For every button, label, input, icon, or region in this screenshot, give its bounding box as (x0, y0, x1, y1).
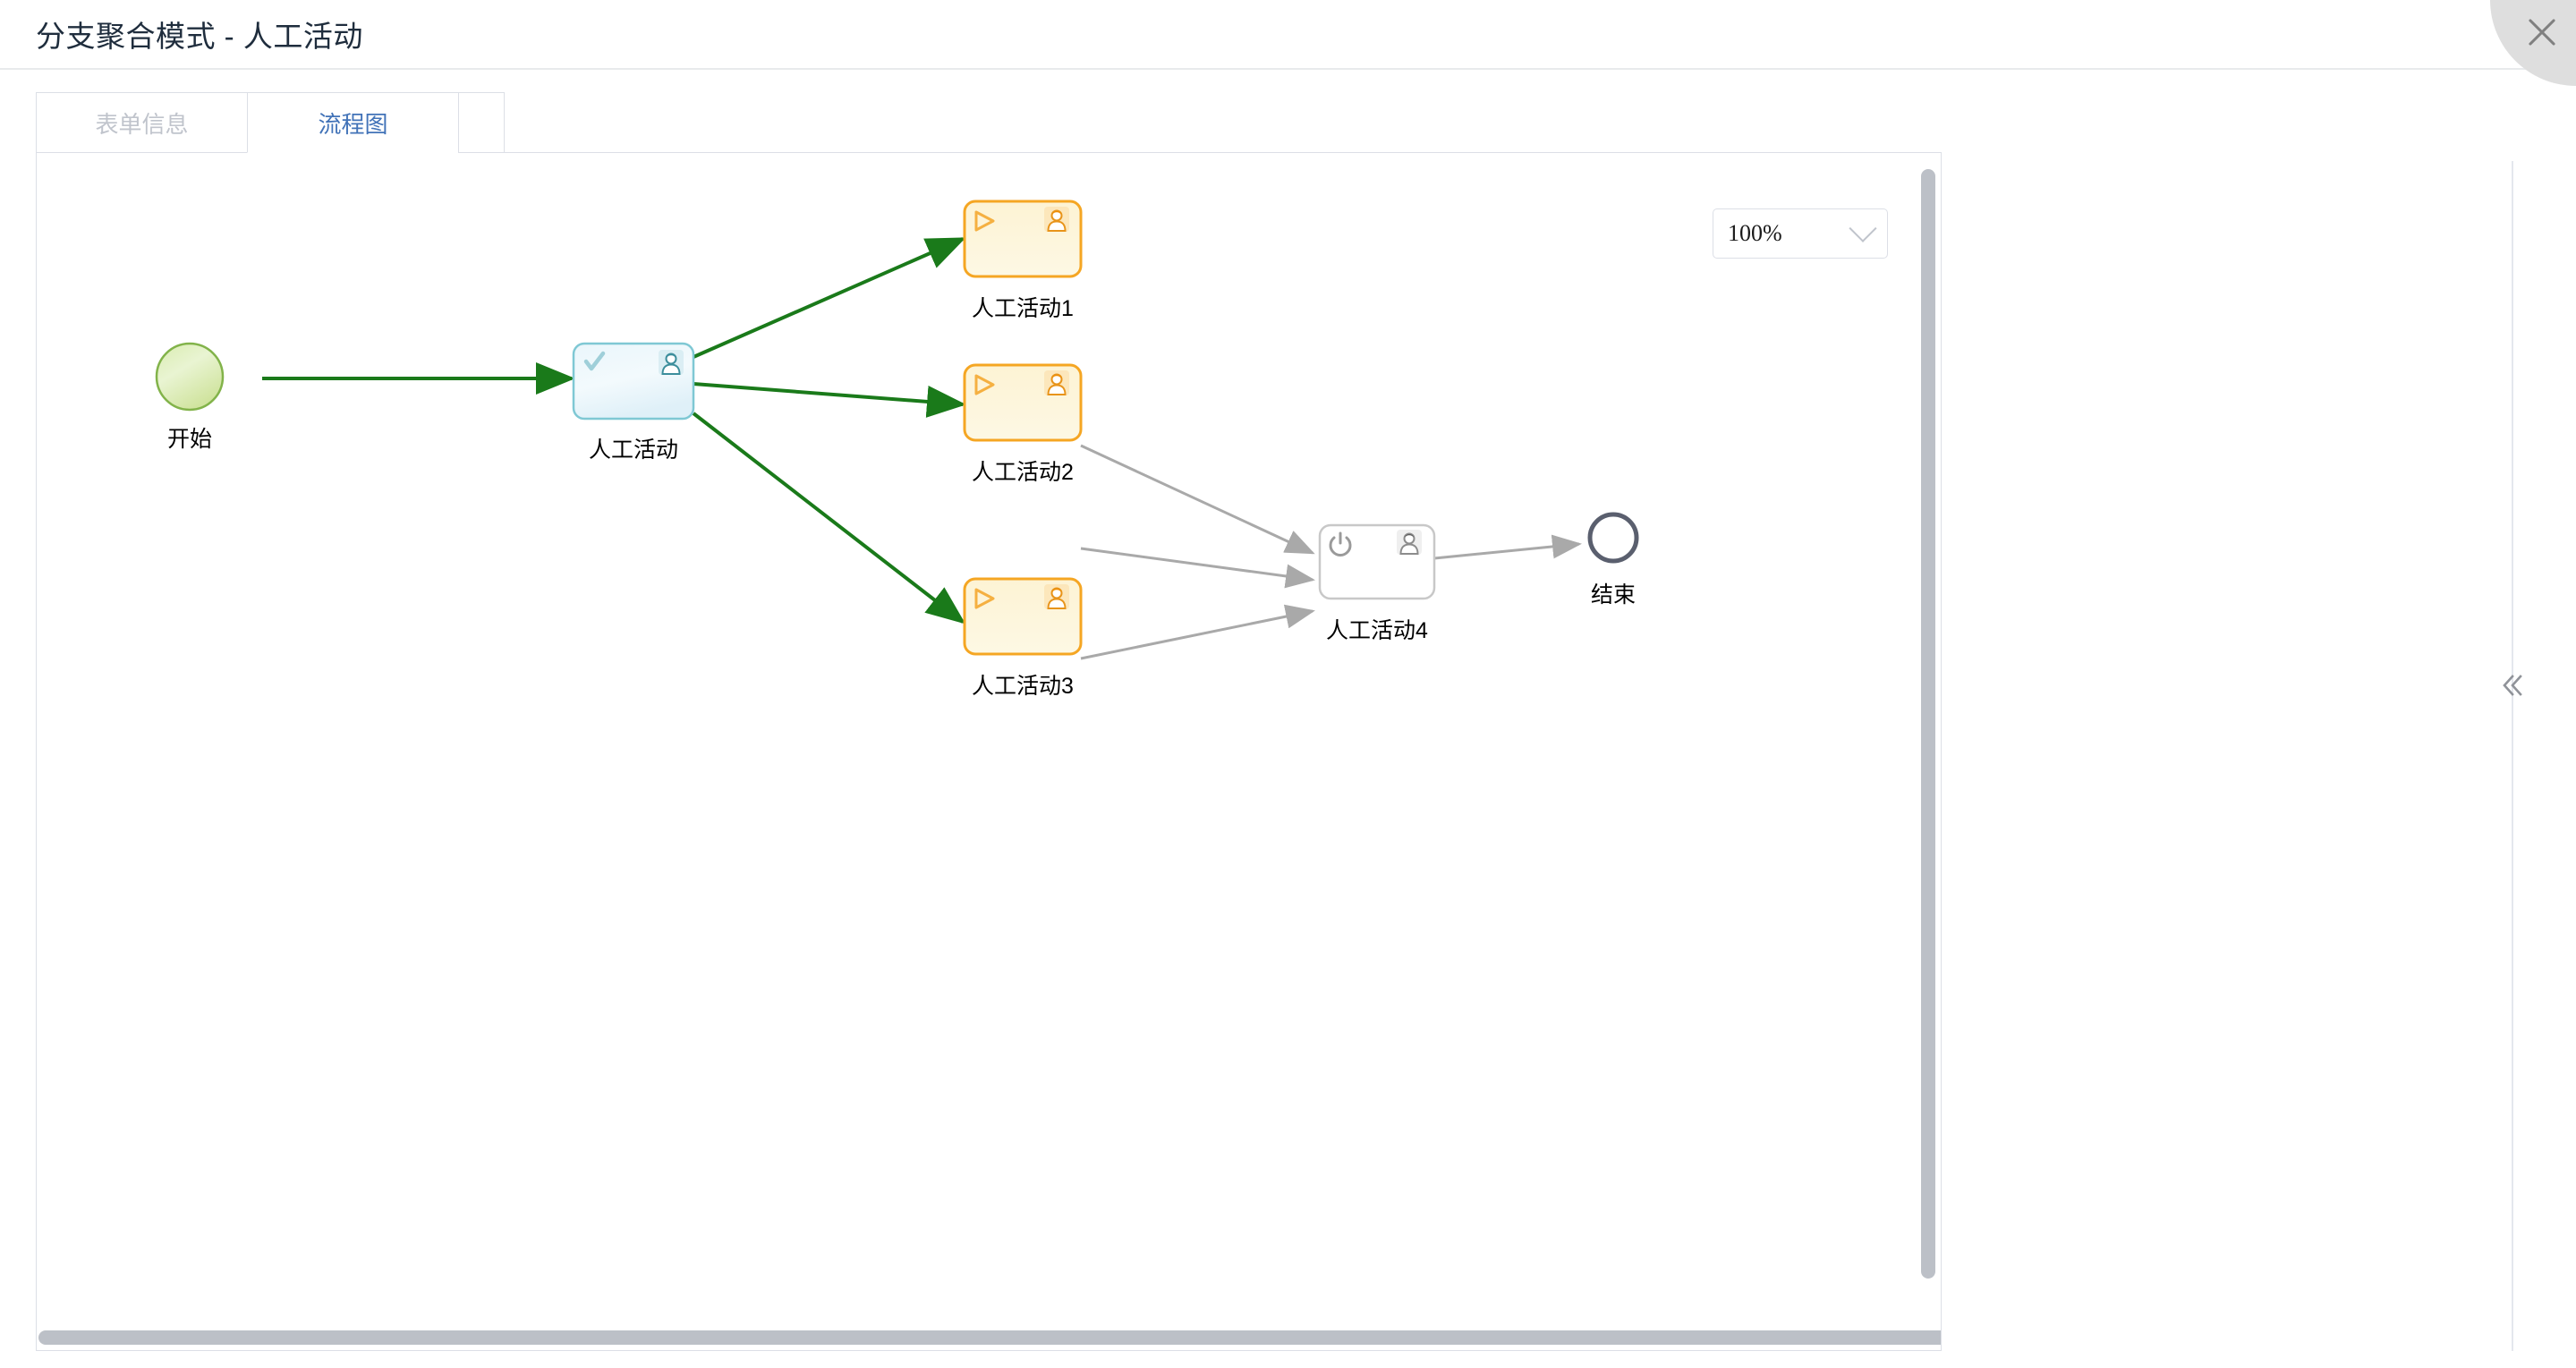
node-task1-label: 人工活动1 (972, 296, 1074, 321)
collapse-panel-button[interactable] (2489, 662, 2536, 709)
node-task4-label: 人工活动4 (1326, 618, 1428, 643)
node-start-label: 开始 (167, 427, 212, 452)
tab-form-info[interactable]: 表单信息 (36, 92, 247, 153)
edge-group-completed (262, 237, 966, 625)
edge-group-pending (1080, 444, 1582, 660)
node-end-label: 结束 (1591, 582, 1636, 608)
horizontal-scrollbar-thumb[interactable] (38, 1330, 1941, 1345)
user-icon (1044, 584, 1069, 609)
node-task0-label: 人工活动 (589, 438, 678, 463)
node-task2[interactable]: 人工活动2 (963, 363, 1083, 485)
node-start[interactable]: 开始 (155, 342, 225, 452)
node-task3-label: 人工活动3 (972, 674, 1074, 699)
edge-task3-task4 (1080, 604, 1315, 660)
power-icon (1329, 531, 1352, 557)
zoom-level-select[interactable]: 100% (1713, 208, 1888, 259)
tab-bar: 表单信息 流程图 (36, 92, 505, 153)
user-icon (1044, 207, 1069, 232)
close-button[interactable] (2490, 0, 2576, 86)
user-icon (1044, 370, 1069, 395)
chevron-down-icon (1849, 214, 1877, 242)
node-task2-label: 人工活动2 (972, 460, 1074, 485)
node-task3[interactable]: 人工活动3 (963, 577, 1083, 699)
play-icon (974, 210, 995, 232)
side-panel-divider (2512, 161, 2513, 1351)
tab-bar-filler (458, 92, 505, 153)
vertical-scrollbar-thumb[interactable] (1921, 169, 1935, 1279)
node-task4[interactable]: 人工活动4 (1318, 523, 1436, 643)
vertical-scrollbar-track[interactable] (1910, 153, 1941, 1350)
edge-task4-end (1416, 534, 1582, 562)
node-task0[interactable]: 人工活动 (572, 342, 695, 463)
double-chevron-left-icon (2503, 675, 2522, 696)
edge-task1-task4 (1080, 444, 1315, 555)
page-title: 分支聚合模式 - 人工活动 (36, 20, 363, 53)
edge-task0-task3 (692, 412, 966, 625)
node-task1[interactable]: 人工活动1 (963, 200, 1083, 321)
diagram-canvas[interactable]: 开始 人工活动 (37, 153, 1941, 1350)
user-icon (659, 350, 684, 375)
play-icon (974, 588, 995, 609)
check-icon (583, 351, 606, 371)
play-icon (974, 374, 995, 395)
user-icon (1397, 530, 1422, 555)
edge-task0-task1 (693, 237, 966, 359)
node-end[interactable]: 结束 (1587, 512, 1639, 608)
flow-diagram-panel: 100% (36, 152, 1942, 1351)
close-icon (2524, 14, 2560, 50)
edge-task0-task2 (693, 382, 966, 418)
zoom-level-value: 100% (1728, 220, 1782, 246)
dialog-header: 分支聚合模式 - 人工活动 (0, 0, 2576, 70)
edge-task2-task4 (1080, 547, 1315, 589)
tab-flow-diagram[interactable]: 流程图 (247, 92, 458, 153)
horizontal-scrollbar-track[interactable] (37, 1320, 1941, 1350)
